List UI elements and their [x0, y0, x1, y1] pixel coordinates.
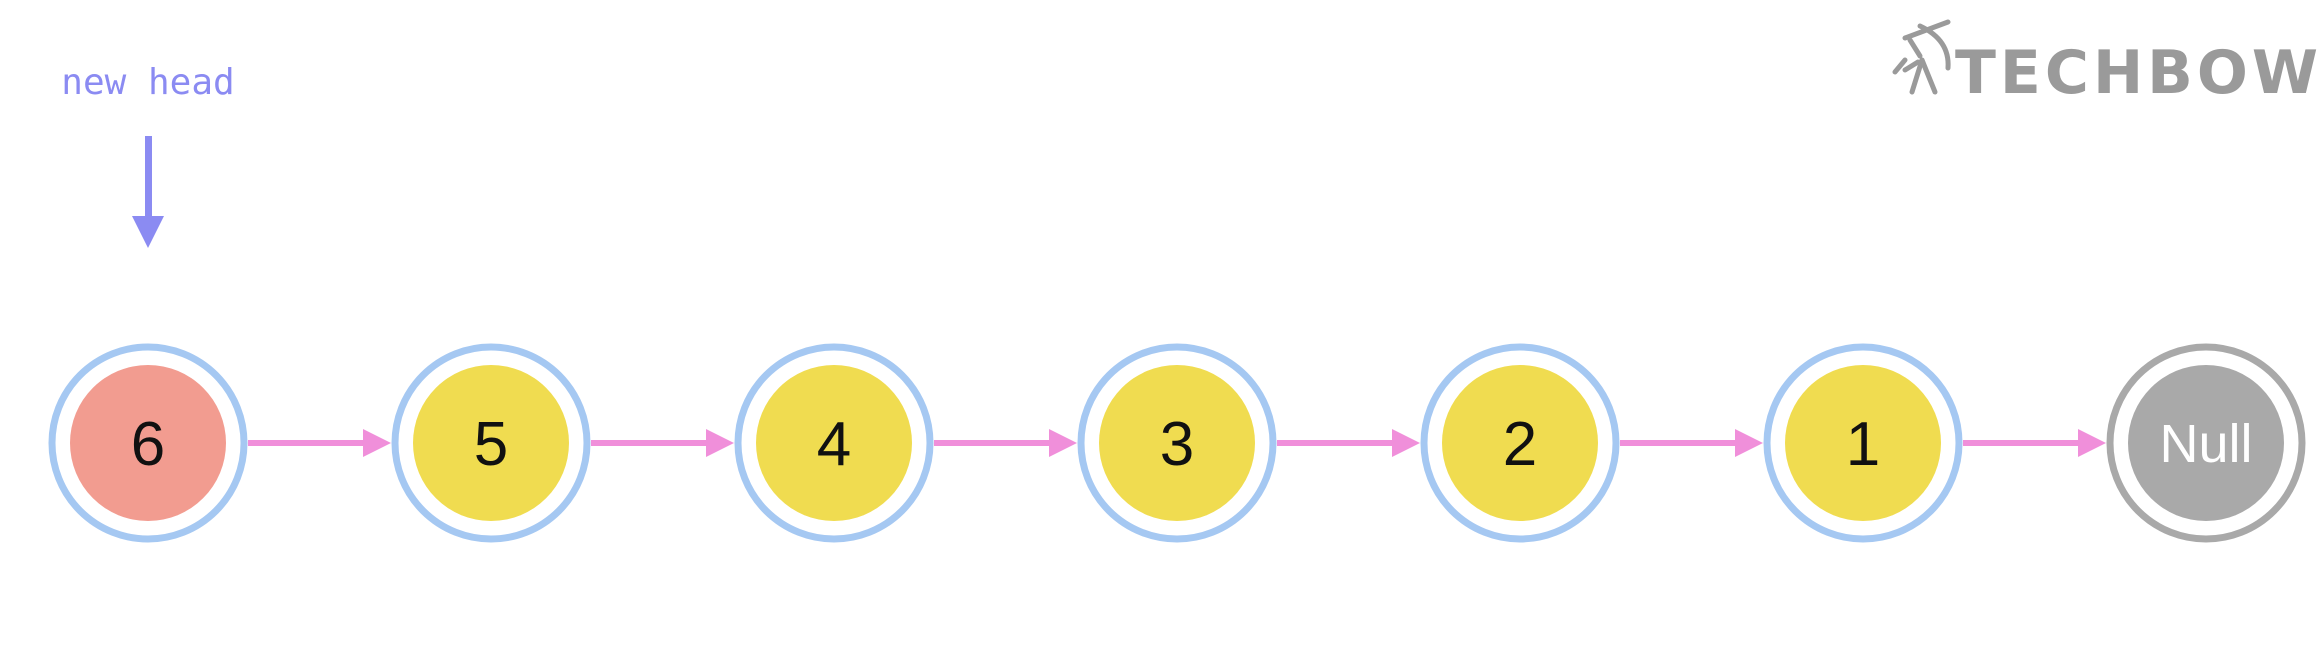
link-arrowhead: [363, 429, 391, 457]
node-list: 6 5 4 3 2 1 Null: [48, 343, 2306, 543]
pointer-arrow-shaft: [145, 136, 152, 220]
logo-text: TECHBOW: [1955, 38, 2322, 108]
node-value: 5: [474, 410, 508, 479]
list-node: 5: [391, 343, 591, 543]
list-node: 4: [734, 343, 934, 543]
techbow-logo: TECHBOW: [1892, 19, 2322, 108]
list-node: 1: [1763, 343, 1963, 543]
next-pointer-arrow: [1277, 429, 1420, 457]
node-value: 6: [131, 410, 165, 479]
node-value: 3: [1160, 410, 1194, 479]
node-inner-circle: [70, 365, 226, 521]
link-arrowhead: [1049, 429, 1077, 457]
node-value: 4: [817, 410, 851, 479]
new-head-pointer: new head: [61, 62, 235, 248]
node-inner-circle: [413, 365, 569, 521]
node-inner-circle: [2128, 365, 2284, 521]
node-inner-circle: [756, 365, 912, 521]
node-value: 2: [1503, 410, 1537, 479]
next-pointer-arrow: [248, 429, 391, 457]
list-node: 6: [48, 343, 248, 543]
node-links: [248, 429, 2106, 457]
null-node: Null: [2106, 343, 2306, 543]
link-arrowhead: [1735, 429, 1763, 457]
pointer-label: new head: [61, 62, 234, 103]
next-pointer-arrow: [1963, 429, 2106, 457]
link-arrowhead: [706, 429, 734, 457]
node-inner-circle: [1785, 365, 1941, 521]
pointer-arrow-head: [132, 216, 164, 248]
list-node: 2: [1420, 343, 1620, 543]
node-value: 1: [1846, 410, 1880, 479]
link-arrowhead: [2078, 429, 2106, 457]
node-inner-circle: [1442, 365, 1598, 521]
node-value: Null: [2159, 414, 2252, 474]
next-pointer-arrow: [591, 429, 734, 457]
next-pointer-arrow: [1620, 429, 1763, 457]
list-node: 3: [1077, 343, 1277, 543]
node-inner-circle: [1099, 365, 1255, 521]
link-arrowhead: [1392, 429, 1420, 457]
next-pointer-arrow: [934, 429, 1077, 457]
archer-icon: [1892, 19, 1951, 95]
